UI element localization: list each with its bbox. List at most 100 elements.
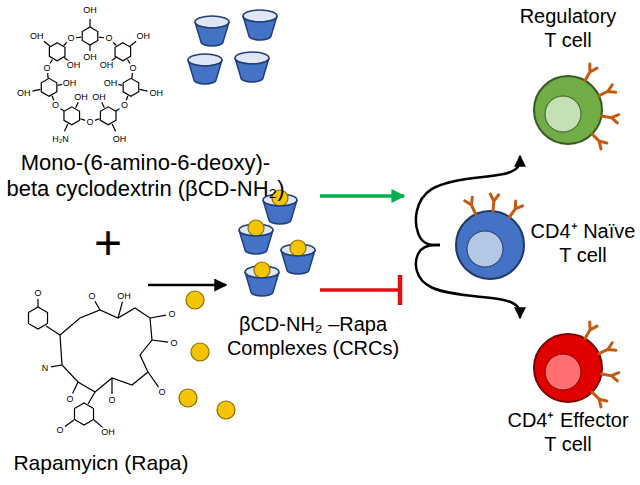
- bond: [130, 41, 136, 46]
- atom-label: OH: [112, 135, 128, 144]
- molecule-label: Mono-(6-amino-6-deoxy)- beta cyclodextri…: [6, 150, 285, 203]
- atom-label: O: [167, 310, 176, 319]
- promote-arrow: [320, 194, 404, 198]
- cup-body: [245, 272, 279, 296]
- cup-body: [281, 250, 315, 274]
- atom-label: OH: [100, 428, 116, 437]
- node-text: Regulatory T cell: [519, 4, 617, 52]
- rapa-dot: [191, 343, 209, 361]
- node-text: Rapamyicn (Rapa): [12, 450, 190, 475]
- rapa-dot: [248, 220, 264, 236]
- receptor: [465, 197, 476, 214]
- cup-body: [195, 22, 229, 46]
- bond: [32, 89, 40, 91]
- node-text: CD4⁺ Naïve T cell: [530, 219, 636, 267]
- atom-label: OH: [91, 92, 107, 101]
- atom-label: H₂N: [51, 135, 70, 144]
- bond: [64, 124, 67, 131]
- cup-body: [239, 230, 273, 254]
- chemical-structures: [28, 19, 168, 428]
- atom-label: O: [157, 388, 166, 397]
- node-text: βCD-NH₂ –Rapa Complexes (CRCs): [226, 312, 400, 360]
- atom-label: OH: [149, 89, 165, 98]
- atom-label: O: [87, 292, 96, 301]
- bond: [65, 420, 74, 427]
- atom-label: O: [43, 64, 52, 73]
- atom-label: O: [66, 34, 75, 43]
- rapa-dot: [179, 389, 197, 407]
- receptor: [592, 134, 607, 149]
- bond: [140, 89, 148, 91]
- atom-label: OH: [16, 89, 32, 98]
- complex-cups: [239, 190, 315, 296]
- bond: [73, 382, 78, 394]
- atom-label: O: [85, 118, 94, 127]
- bond: [150, 315, 166, 318]
- bond: [111, 378, 112, 394]
- atom-label: O: [120, 101, 129, 110]
- bond: [89, 45, 90, 51]
- atom-label: OH: [66, 60, 82, 69]
- atom-label: O: [107, 396, 116, 405]
- atom-label: OH: [116, 292, 132, 301]
- receptor: [599, 85, 616, 96]
- atom-label: OH: [29, 31, 45, 40]
- receptor: [585, 322, 597, 339]
- atom-label: O: [65, 395, 74, 404]
- atom-label: OH: [73, 92, 89, 101]
- receptor: [599, 343, 616, 354]
- ring: [100, 107, 116, 125]
- receptor: [592, 392, 607, 407]
- ring: [64, 107, 80, 125]
- atom-label: O: [105, 34, 114, 43]
- atom-label: N: [41, 364, 50, 373]
- cup-body: [243, 16, 277, 40]
- atom-label: OH: [82, 6, 98, 15]
- receptor: [510, 201, 523, 217]
- bond: [95, 119, 100, 121]
- molecule-label: Rapamyicn (Rapa): [12, 450, 190, 476]
- bond: [51, 365, 62, 367]
- receptor: [585, 64, 597, 81]
- rapa-dot: [290, 240, 306, 256]
- atom-label: O: [51, 101, 60, 110]
- cell-label: CD4⁺ Naïve T cell: [440, 195, 638, 295]
- receptor: [490, 194, 498, 211]
- rapa-dot: [254, 262, 270, 278]
- bond: [37, 299, 38, 307]
- bond: [60, 108, 64, 111]
- ring: [123, 78, 139, 96]
- cup-body: [188, 60, 222, 84]
- bond: [148, 372, 159, 387]
- plus-sign: +: [94, 219, 122, 267]
- bond: [118, 302, 122, 318]
- atom-label: OH: [82, 53, 98, 62]
- atom-label: O: [33, 289, 42, 298]
- ring: [82, 27, 98, 45]
- bond: [88, 392, 95, 404]
- ring: [115, 43, 131, 61]
- receptor: [601, 115, 618, 123]
- bond: [47, 73, 49, 78]
- bond: [76, 102, 79, 107]
- bond: [152, 340, 168, 342]
- atom-label: OH: [99, 60, 115, 69]
- atom-label: O: [169, 339, 178, 348]
- cup-body: [263, 200, 297, 224]
- naive-cell: [456, 211, 524, 279]
- atom-label: OH: [135, 31, 151, 40]
- rapamycin-dots: [179, 291, 235, 419]
- bond: [46, 326, 60, 335]
- cell-label: Regulatory T cell: [500, 4, 636, 156]
- atom-label: OH: [103, 78, 119, 87]
- atom-label: O: [128, 64, 137, 73]
- bond: [99, 37, 104, 39]
- ring: [49, 43, 65, 61]
- node-text: CD4⁺ Effector T cell: [507, 408, 630, 456]
- rapa-dot: [217, 401, 235, 419]
- bond: [44, 41, 50, 46]
- macrocycle: [60, 308, 152, 392]
- cup-body: [235, 58, 269, 82]
- bond: [95, 301, 100, 310]
- node-text: Mono-(6-amino-6-deoxy)- beta cyclodextri…: [6, 150, 285, 203]
